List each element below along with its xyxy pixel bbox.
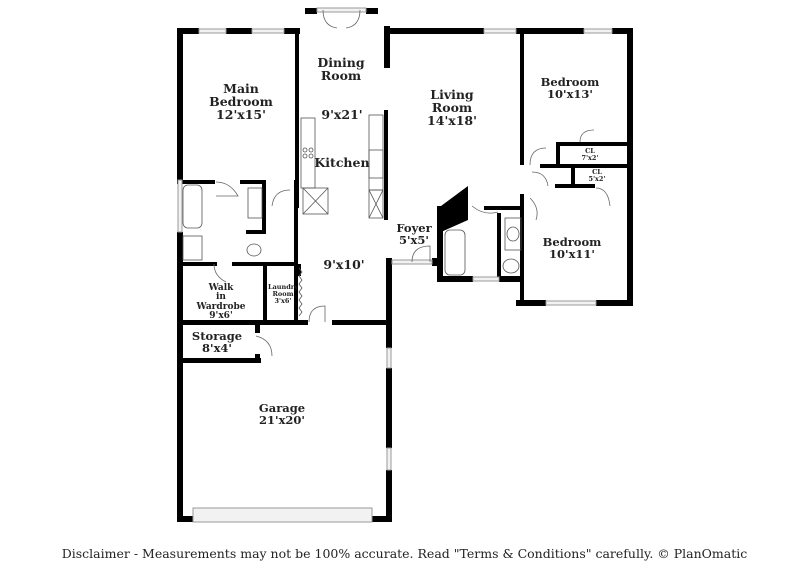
room-dimensions: 5'x5' [399, 233, 429, 248]
room-dimensions: 10'x13' [547, 87, 593, 102]
room-name-line: Wardrobe [196, 301, 246, 312]
windows [177, 7, 613, 523]
room-name-line: CL [585, 147, 595, 155]
room-label-closet-1: CL 7'x2' [582, 148, 599, 162]
room-dimensions: 3'x6' [274, 296, 292, 305]
room-name-line: CL [592, 168, 602, 176]
room-name-line: Bedroom [209, 94, 273, 110]
doors [213, 9, 611, 357]
room-name-line: Garage [258, 401, 306, 415]
room-label-garage: Garage 21'x20' [259, 402, 305, 426]
room-dimensions-dining: 9'x21' [321, 107, 363, 122]
room-dimensions: 10'x11' [549, 247, 595, 262]
room-name-line: Dining [317, 55, 365, 70]
room-name-line: Bedroom [540, 75, 600, 89]
room-label-bedroom-2: Bedroom 10'x13' [541, 76, 600, 100]
room-name-line: Main [223, 81, 259, 96]
room-name-line: Living [430, 87, 474, 102]
room-label-storage: Storage 8'x4' [192, 330, 242, 354]
room-dimensions: 21'x20' [259, 413, 305, 428]
room-label-dining-room: Dining Room [317, 56, 364, 82]
room-name-line: Room [320, 68, 362, 84]
room-label-closet-2: CL 5'x2' [589, 169, 606, 183]
room-name-line: Room [431, 100, 473, 116]
room-name-line: Storage [191, 329, 243, 343]
room-name-line: Room [272, 289, 294, 298]
room-dimensions: 5'x2' [588, 174, 606, 183]
room-name-line: Foyer [396, 221, 432, 235]
room-label-laundry-room: Laundry Room 3'x6' [268, 284, 298, 304]
room-dimensions: 12'x15' [216, 107, 266, 123]
room-name-line: in [216, 292, 226, 303]
room-dimensions: 14'x18' [427, 113, 477, 129]
room-label-living-room: Living Room 14'x18' [427, 87, 477, 129]
room-label-kitchen: Kitchen [314, 155, 370, 170]
fixtures [182, 114, 522, 317]
room-name-line: Laundry [268, 283, 298, 291]
room-label-walk-in-wardrobe: Walk in Wardrobe 9'x6' [196, 283, 246, 322]
room-label-main-bedroom: Main Bedroom 12'x15' [209, 81, 273, 123]
disclaimer-text: Disclaimer - Measurements may not be 100… [61, 546, 748, 561]
room-label-hall: 9'x10' [323, 257, 365, 272]
room-label-bedroom-3: Bedroom 10'x11' [543, 236, 602, 260]
room-dimensions: 9'x6' [209, 311, 233, 322]
room-dimensions: 8'x4' [202, 341, 232, 356]
room-name-line: Bedroom [542, 235, 602, 249]
walls [177, 8, 633, 522]
room-name-line: Walk [208, 283, 234, 293]
room-dimensions: 7'x2' [581, 153, 599, 162]
room-label-foyer: Foyer 5'x5' [396, 222, 431, 246]
